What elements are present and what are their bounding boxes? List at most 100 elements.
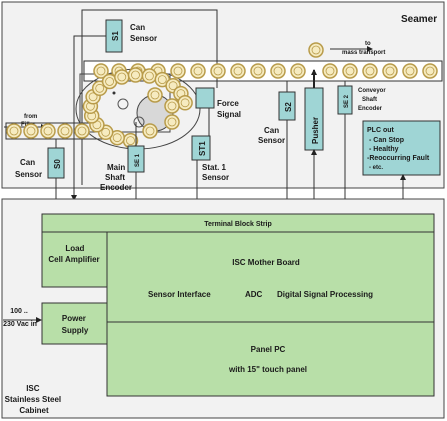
can: [290, 63, 306, 79]
can: [270, 63, 286, 79]
st1-sensor: [191, 135, 211, 161]
st1-label: ST1: [198, 141, 207, 156]
can: [23, 123, 39, 139]
can-inner-ring: [167, 117, 177, 127]
can-inner-ring: [126, 136, 135, 146]
s1-label: S1: [111, 31, 120, 41]
se1-label: SE 1: [135, 153, 141, 167]
can-inner-ring: [273, 66, 283, 76]
s1-caption: Can Sensor: [130, 23, 157, 43]
can: [422, 63, 438, 79]
can: [210, 63, 226, 79]
plc-out-text: PLC out - Can Stop - Healthy -Reoccurrin…: [367, 127, 431, 171]
can-inner-ring: [26, 126, 36, 136]
st1-caption: Stat. 1 Sensor: [202, 163, 229, 182]
can-inner-ring: [233, 66, 243, 76]
s2-caption: Can Sensor: [258, 126, 285, 145]
se2-caption: Conveyor Shaft Encoder: [358, 88, 387, 112]
touch-panel-label: with 15" touch panel: [228, 365, 307, 374]
can: [141, 68, 158, 84]
se1-caption: Main Shaft Encoder: [100, 163, 132, 192]
se2-label: SE 2: [344, 94, 350, 108]
can: [250, 63, 266, 79]
can-inner-ring: [168, 81, 178, 91]
can-inner-ring: [105, 77, 114, 86]
load-cell-label: Load Cell Amplifier: [48, 244, 99, 264]
can: [190, 63, 206, 79]
can: [6, 123, 22, 139]
pushed-can: [308, 42, 324, 58]
mother-board-title: ISC Mother Board: [232, 258, 300, 267]
plc-out-box: [362, 120, 441, 176]
can-inner-ring: [96, 66, 106, 76]
can: [114, 69, 130, 85]
can: [362, 63, 378, 79]
force-signal-box: [195, 87, 215, 109]
can-inner-ring: [95, 83, 105, 93]
dsp-label: Digital Signal Processing: [277, 290, 373, 299]
can: [164, 98, 180, 114]
cans-group: [6, 63, 438, 149]
can-inner-ring: [131, 70, 140, 80]
power-supply-label: Power Supply: [62, 314, 89, 335]
can: [147, 87, 163, 103]
pushed-can-inner: [311, 45, 321, 55]
s0-label: S0: [53, 159, 62, 169]
can-inner-ring: [157, 75, 167, 84]
can: [142, 123, 158, 139]
isc-mother-board: [106, 231, 435, 323]
can: [382, 63, 398, 79]
can-inner-ring: [405, 66, 415, 76]
turret-hub: [112, 91, 116, 95]
s1-wire: [71, 35, 106, 201]
terminal-block-label: Terminal Block Strip: [204, 221, 272, 228]
to-transport-label: to mass transport: [342, 41, 385, 56]
turret-wheel: [133, 116, 145, 128]
s2-label: S2: [284, 102, 293, 112]
can-inner-ring: [253, 66, 263, 76]
can-inner-ring: [112, 133, 122, 143]
force-wire: [81, 9, 218, 185]
can-inner-ring: [213, 66, 223, 76]
s0-caption: Can Sensor: [15, 158, 42, 179]
can: [93, 63, 109, 79]
adc-label: ADC: [245, 290, 263, 299]
can: [57, 123, 73, 139]
can-inner-ring: [180, 98, 190, 108]
can: [164, 114, 180, 130]
can-inner-ring: [77, 126, 87, 136]
can-inner-ring: [173, 66, 183, 76]
can-inner-ring: [145, 126, 155, 136]
can-inner-ring: [425, 66, 435, 76]
can-inner-ring: [144, 71, 154, 81]
can-inner-ring: [117, 72, 127, 82]
can-inner-ring: [88, 92, 98, 102]
can-inner-ring: [9, 126, 19, 136]
can: [230, 63, 246, 79]
can-inner-ring: [325, 66, 335, 76]
seamer-title: Seamer: [401, 14, 437, 25]
can: [74, 123, 90, 139]
panel-pc: [106, 321, 435, 397]
power-input-label: 100 .. 230 Vac in: [3, 308, 37, 328]
pusher-label: Pusher: [311, 117, 320, 144]
sensor-interface-label: Sensor Interface: [148, 290, 211, 299]
power-supply: [41, 302, 108, 345]
can-inner-ring: [60, 126, 70, 136]
can-inner-ring: [167, 101, 177, 111]
can: [40, 123, 56, 139]
can-inner-ring: [101, 127, 111, 137]
can: [127, 67, 144, 83]
load-cell-amplifier: [41, 231, 108, 288]
can-inner-ring: [293, 66, 303, 76]
panel-pc-label: Panel PC: [251, 345, 286, 354]
can: [342, 63, 358, 79]
can: [177, 95, 193, 111]
can-inner-ring: [193, 66, 203, 76]
can: [402, 63, 418, 79]
turret-wheel: [117, 98, 129, 110]
cabinet-name: ISC Stainless Steel Cabinet: [5, 384, 64, 415]
force-signal-label: Force Signal: [217, 99, 241, 119]
can-inner-ring: [150, 90, 160, 100]
